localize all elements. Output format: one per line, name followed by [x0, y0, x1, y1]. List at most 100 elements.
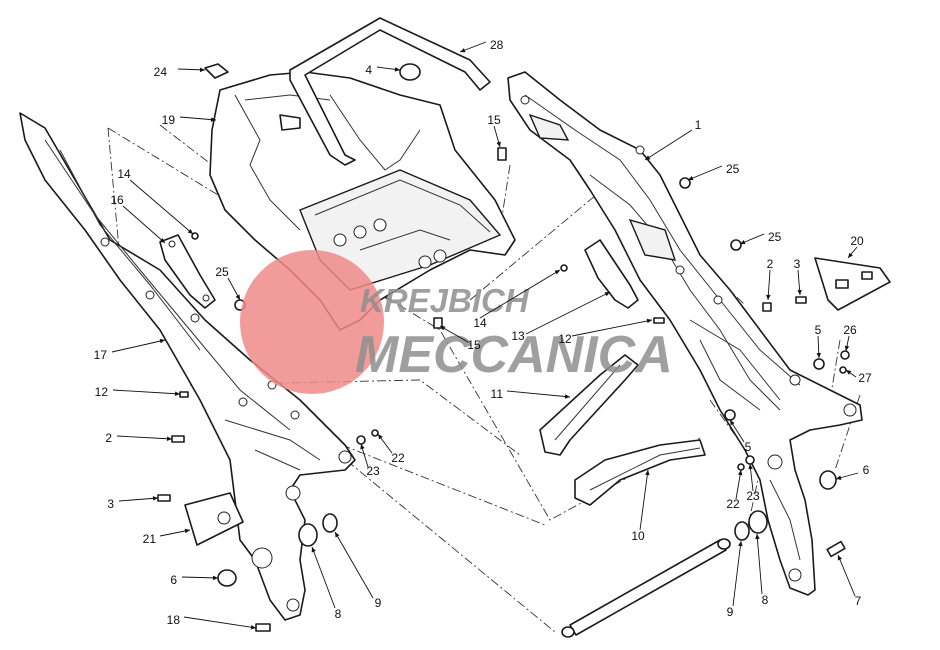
- leader-arrow-3: [152, 496, 158, 501]
- callout-16: 16: [110, 193, 124, 207]
- callout-7: 7: [855, 594, 862, 608]
- left-subframe-17: [19, 112, 356, 621]
- callout-28: 28: [490, 38, 504, 52]
- leader-arrow-2: [166, 436, 172, 441]
- callout-2: 2: [105, 431, 112, 445]
- bracket-11: [539, 354, 639, 456]
- leader-arrow-19: [210, 117, 216, 122]
- callout-6: 6: [863, 463, 870, 477]
- leader-arrow-7: [837, 555, 842, 561]
- callout-6: 6: [170, 573, 177, 587]
- leader-arrow-25: [688, 176, 694, 181]
- callout-2: 2: [767, 257, 774, 271]
- leader-arrow-8: [311, 547, 316, 553]
- watermark-circle: [240, 250, 384, 394]
- leader-line-2: [767, 269, 771, 301]
- callout-10: 10: [631, 529, 645, 543]
- leader-arrow-4: [394, 67, 400, 72]
- callout-20: 20: [850, 234, 864, 248]
- callout-4: 4: [365, 63, 372, 77]
- callout-15: 15: [487, 113, 501, 127]
- leader-arrow-23: [748, 464, 753, 470]
- leader-line-9: [334, 531, 374, 599]
- leader-arrow-14: [187, 229, 193, 234]
- callout-19: 19: [162, 113, 176, 127]
- leader-line-10: [639, 469, 649, 531]
- leader-arrow-9: [335, 532, 340, 538]
- leader-arrow-10: [645, 470, 650, 476]
- leader-line-9: [732, 540, 742, 607]
- leader-line-7: [837, 554, 856, 597]
- leader-line-6: [181, 576, 219, 579]
- callout-5: 5: [815, 323, 822, 337]
- leader-arrow-25: [235, 294, 240, 300]
- watermark-line1: KREJBICH: [360, 282, 530, 319]
- leader-line-17: [111, 339, 166, 353]
- leader-arrow-18: [250, 625, 256, 630]
- bushing-8-right: [748, 510, 768, 534]
- bracket-13: [584, 239, 639, 309]
- callout-9: 9: [727, 605, 734, 619]
- screw-15-top: [497, 147, 507, 161]
- leader-arrow-12: [174, 391, 180, 396]
- plate-21: [184, 492, 244, 546]
- leader-arrow-3: [797, 289, 802, 295]
- callout-18: 18: [167, 613, 181, 627]
- leader-arrow-28: [460, 48, 466, 53]
- leader-line-1: [644, 129, 693, 161]
- leader-arrow-14: [554, 270, 560, 275]
- callout-25: 25: [215, 265, 229, 279]
- callout-9: 9: [375, 596, 382, 610]
- callout-1: 1: [695, 118, 702, 132]
- callout-25: 25: [726, 162, 740, 176]
- leader-arrow-1: [645, 155, 651, 160]
- leader-arrow-22: [378, 434, 383, 440]
- callout-13: 13: [511, 329, 525, 343]
- leader-arrow-5: [816, 352, 822, 358]
- leader-arrow-21: [184, 528, 190, 534]
- cap-24: [204, 63, 229, 79]
- handle-28: [289, 17, 491, 166]
- leader-arrow-22: [737, 470, 743, 476]
- bushing-8-left: [298, 523, 318, 547]
- leader-arrow-26: [844, 345, 850, 351]
- callout-23: 23: [746, 489, 760, 503]
- bracket-10: [574, 439, 706, 506]
- callout-24: 24: [154, 65, 168, 79]
- cap-4: [399, 63, 421, 81]
- callout-14: 14: [473, 316, 487, 330]
- callout-5: 5: [745, 440, 752, 454]
- leader-line-25: [687, 165, 723, 181]
- leader-line-18: [183, 616, 257, 629]
- leader-arrow-16: [159, 238, 165, 243]
- leader-arrow-11: [564, 394, 570, 399]
- bracket-16: [159, 234, 216, 309]
- leader-arrow-20: [848, 252, 853, 258]
- leader-arrow-9: [738, 541, 743, 547]
- callout-26: 26: [843, 323, 857, 337]
- leader-arrow-25: [740, 240, 746, 245]
- callout-8: 8: [762, 593, 769, 607]
- leader-arrow-15: [440, 326, 446, 331]
- leader-arrow-27: [846, 370, 852, 375]
- callout-23: 23: [366, 464, 380, 478]
- washer-6-left: [217, 569, 237, 587]
- callout-15: 15: [467, 338, 481, 352]
- callout-11: 11: [491, 387, 504, 401]
- leader-arrow-8: [755, 534, 760, 540]
- leader-arrow-23: [360, 444, 365, 450]
- spacer-9-left: [322, 513, 338, 533]
- callout-3: 3: [107, 497, 114, 511]
- spacer-9-right: [734, 521, 750, 541]
- plate-20: [814, 257, 891, 311]
- right-subframe-1: [507, 71, 863, 596]
- callout-3: 3: [794, 257, 801, 271]
- leader-line-11: [506, 390, 571, 398]
- leader-arrow-2: [766, 294, 771, 300]
- leader-line-12: [571, 319, 653, 337]
- leader-arrow-6: [212, 575, 218, 581]
- leader-arrow-15: [496, 141, 501, 147]
- leader-arrow-6: [836, 475, 842, 480]
- leader-line-15: [439, 325, 469, 343]
- leader-line-8: [756, 533, 763, 595]
